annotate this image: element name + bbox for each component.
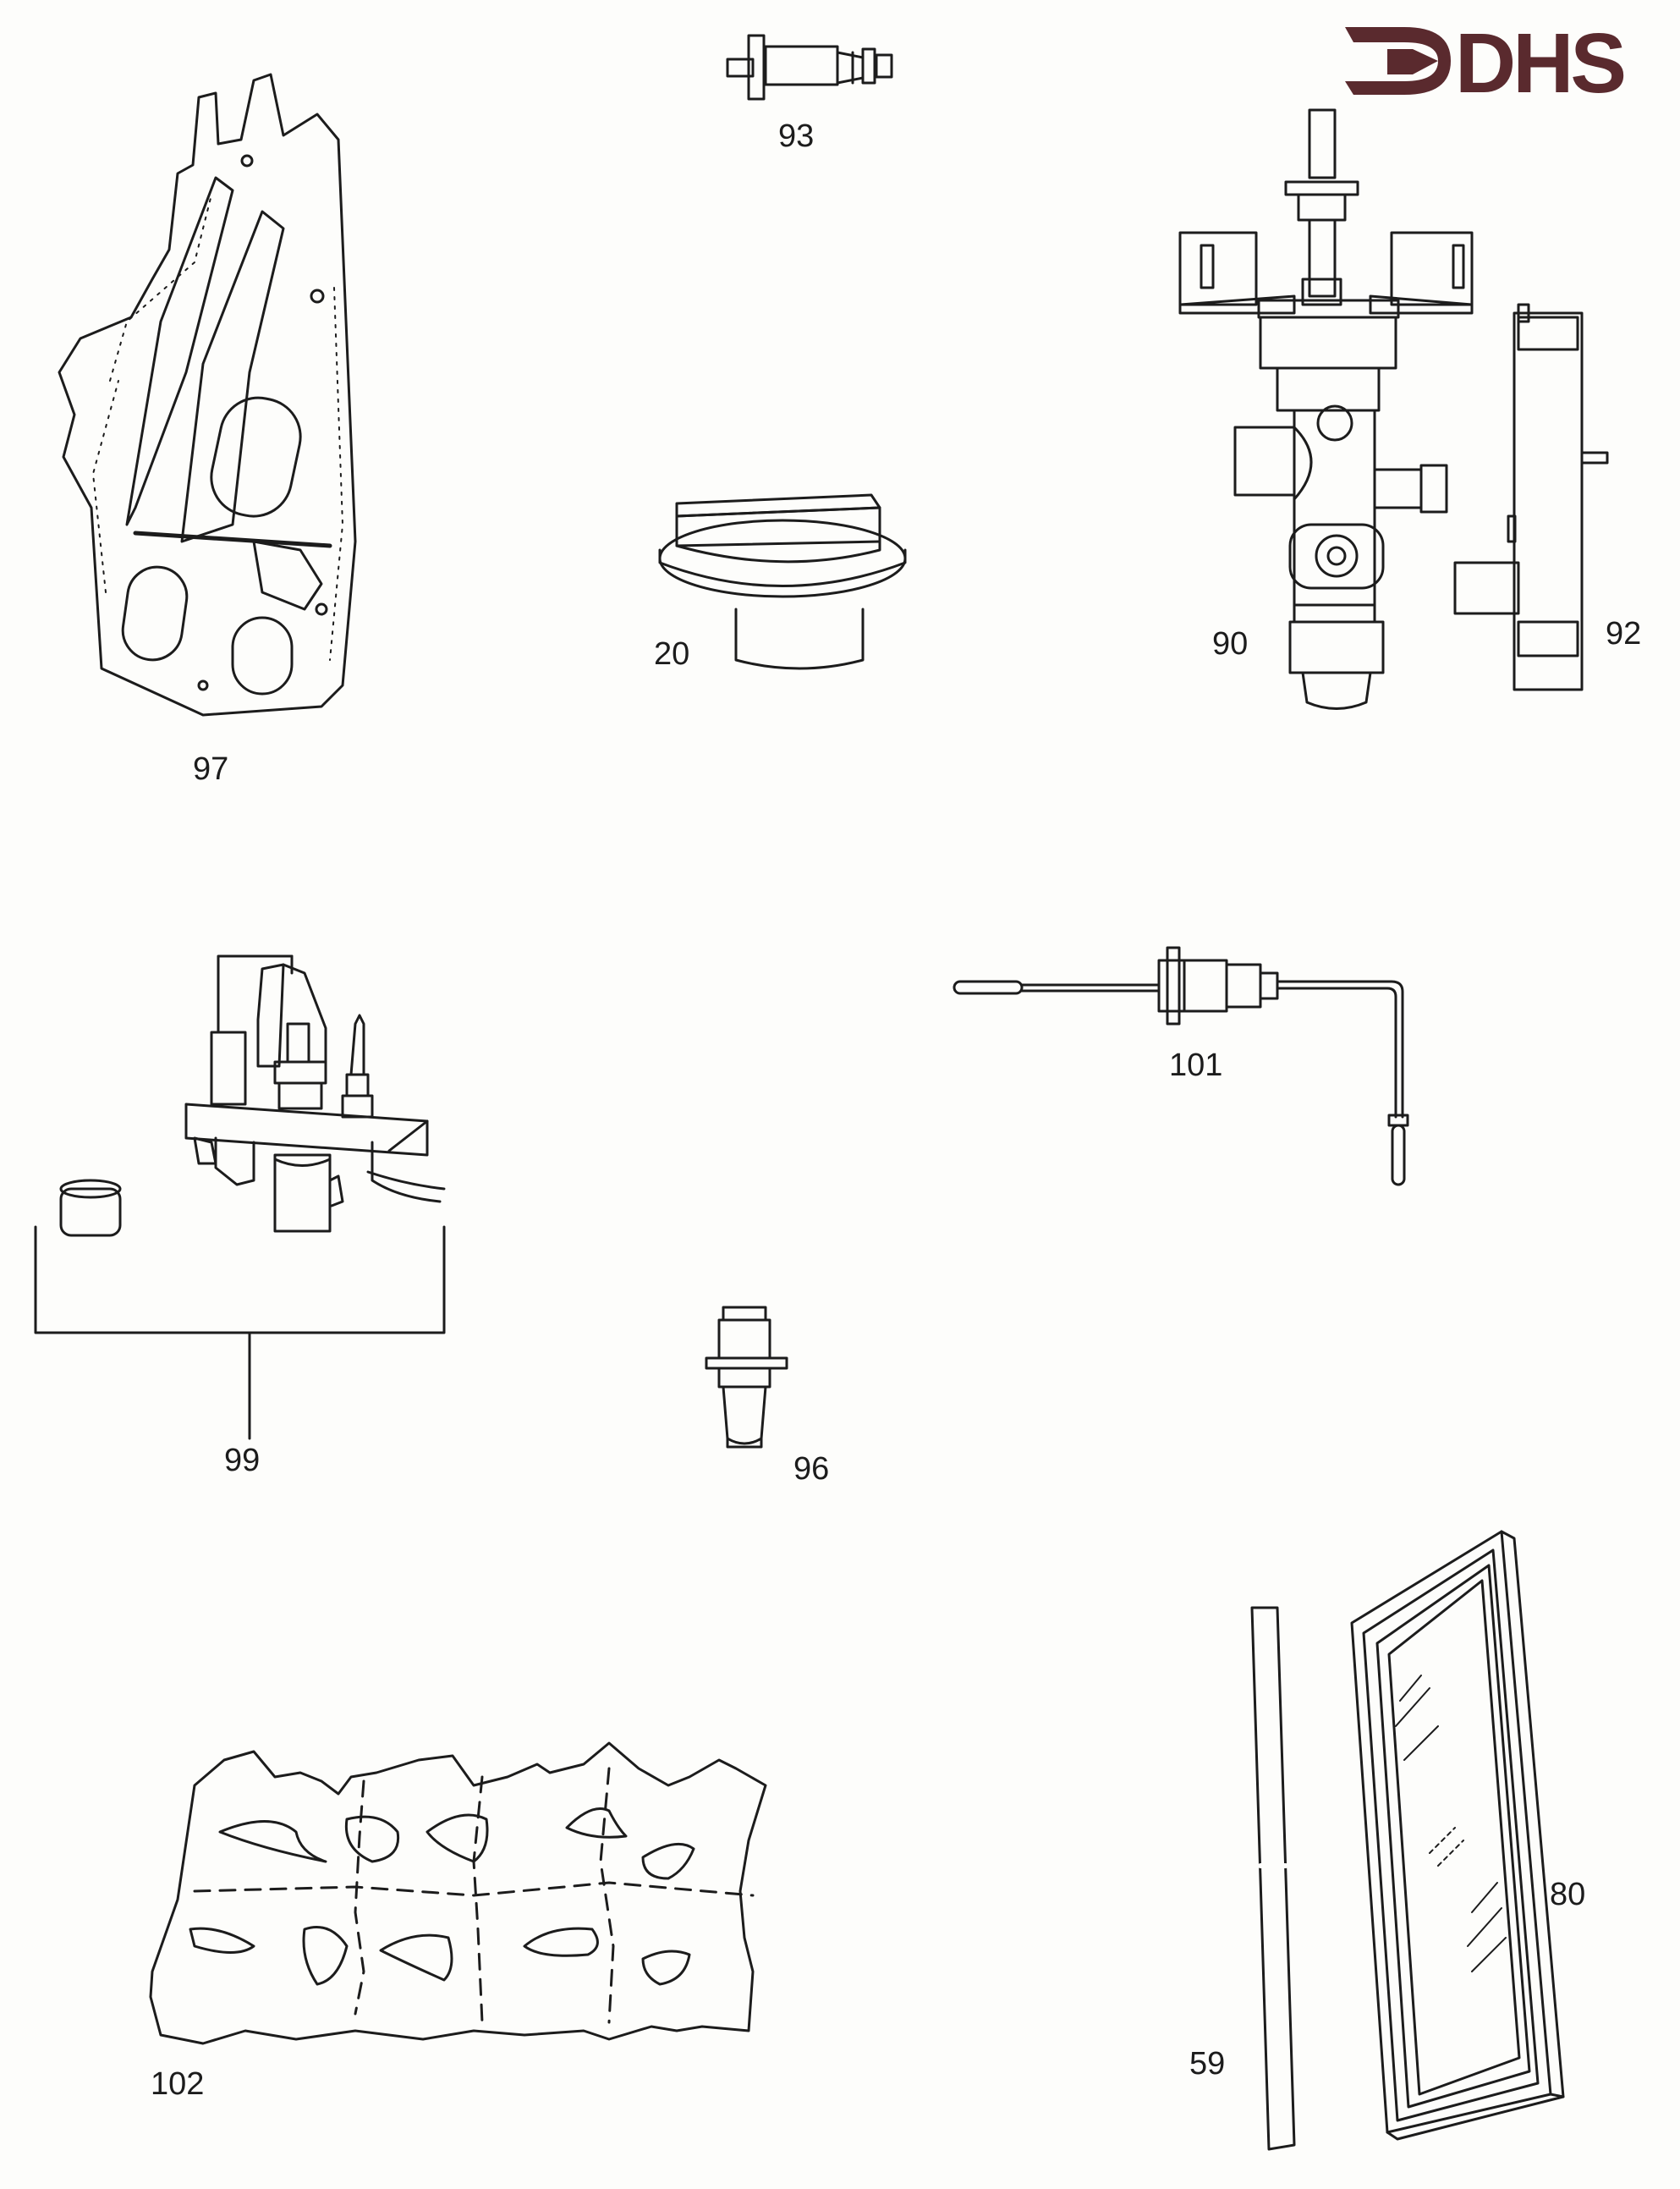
part-label-96: 96: [793, 1451, 830, 1487]
dhs-logo-icon: [1345, 27, 1451, 95]
ceramic-log-icon: [151, 1743, 766, 2043]
glass-panel-icon: [1352, 1532, 1563, 2139]
part-label-20: 20: [654, 636, 690, 672]
part-label-101: 101: [1169, 1048, 1223, 1083]
control-knob-icon: [660, 495, 905, 668]
gasket-plate-icon: [59, 74, 355, 715]
part-label-93: 93: [778, 118, 815, 154]
thermocouple-icon: [954, 948, 1408, 1185]
spindle-extension-icon: [727, 36, 892, 99]
part-label-90: 90: [1212, 626, 1249, 662]
part-label-80: 80: [1550, 1877, 1586, 1912]
seal-strip-icon: [1252, 1608, 1294, 2149]
part-label-99: 99: [224, 1443, 261, 1478]
part-label-97: 97: [193, 751, 229, 787]
part-label-59: 59: [1189, 2046, 1226, 2082]
part-label-92: 92: [1606, 616, 1642, 652]
injector-icon: [706, 1307, 787, 1447]
pilot-assembly-icon: [36, 956, 444, 1438]
gas-valve-icon: [1180, 110, 1472, 709]
mounting-bracket-icon: [1455, 305, 1607, 690]
part-label-102: 102: [151, 2066, 205, 2102]
brand-name: DHS: [1455, 16, 1627, 111]
